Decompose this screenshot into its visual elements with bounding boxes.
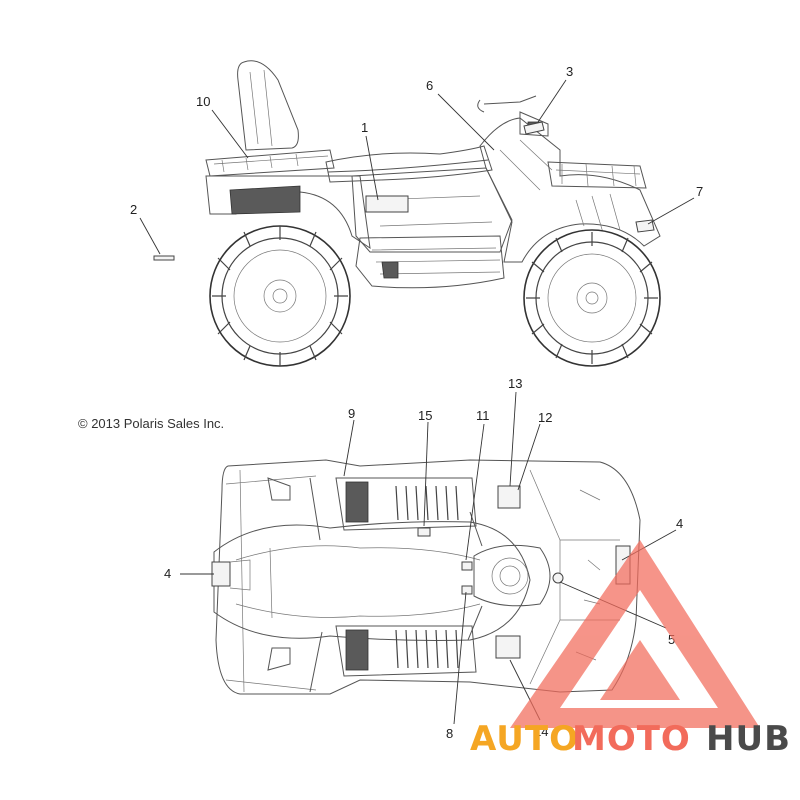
callout-5: 5 — [668, 632, 675, 647]
callout-13: 13 — [508, 376, 522, 391]
callout-6: 6 — [426, 78, 433, 93]
callout-4-rear: 4 — [164, 566, 171, 581]
callout-15: 15 — [418, 408, 432, 423]
callout-9: 9 — [348, 406, 355, 421]
callout-4-front: 4 — [676, 516, 683, 531]
callout-2: 2 — [130, 202, 137, 217]
callout-10: 10 — [196, 94, 210, 109]
callout-8: 8 — [446, 726, 453, 741]
callout-11: 11 — [476, 408, 490, 423]
logo-moto: MOTO — [572, 719, 691, 759]
callout-12: 12 — [538, 410, 552, 425]
callout-labels: 1 2 3 6 7 10 9 15 11 13 12 4 4 5 8 14 — [130, 64, 703, 741]
atv-side-view — [153, 60, 661, 367]
callout-1: 1 — [361, 120, 368, 135]
copyright-notice: © 2013 Polaris Sales Inc. — [78, 416, 224, 431]
logo-auto: AUTO — [470, 719, 579, 759]
callout-3: 3 — [566, 64, 573, 79]
logo-hub: HUB — [706, 719, 791, 759]
callout-7: 7 — [696, 184, 703, 199]
automotohub-logo-text: AUTO MOTO HUB — [470, 719, 791, 759]
automotohub-watermark — [510, 540, 760, 728]
